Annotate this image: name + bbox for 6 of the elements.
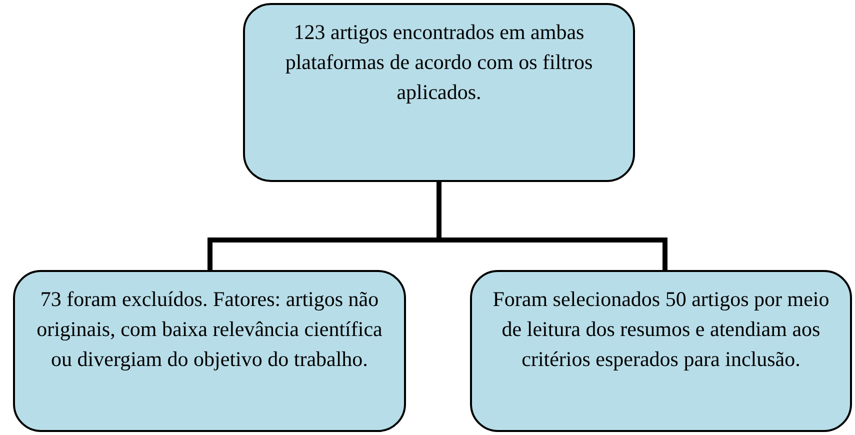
process-box (470, 270, 852, 432)
process-box (243, 3, 635, 182)
box-text: Foram selecionados 50 artigos por meio de leitura dos resumos e atendiam aos critérios esperados para inclusão. (492, 286, 830, 373)
process-box (13, 270, 406, 432)
box-text: 73 foram excluídos. Fatores: artigos não originais, com baixa relevância científica ou divergiam do objetivo do trabalho. (36, 286, 384, 373)
box-text: 123 artigos encontrados em ambas plataformas de acordo com os filtros aplicados. (284, 19, 594, 106)
